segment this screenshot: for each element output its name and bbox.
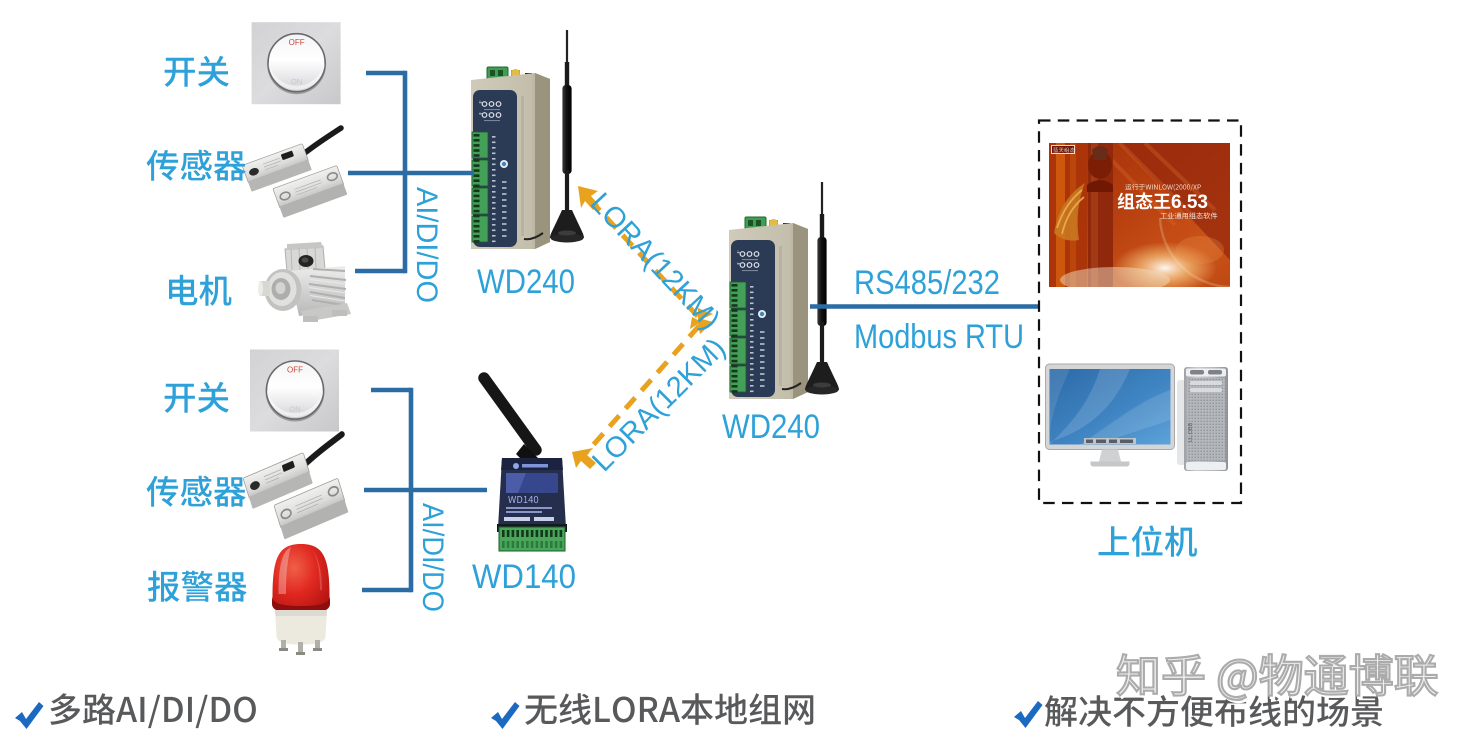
svg-text:ON: ON [291,77,302,86]
svg-text:OFF: OFF [289,38,305,47]
svg-text:AI/DI/DO: AI/DI/DO [416,503,449,612]
svg-text:OFF: OFF [287,366,303,375]
svg-text:WD240: WD240 [722,408,820,446]
svg-text:6.53: 6.53 [1171,192,1208,213]
svg-text:Modbus RTU: Modbus RTU [854,318,1024,356]
svg-text:ON: ON [289,405,300,414]
svg-text:RS485/232: RS485/232 [854,264,1000,302]
svg-text:AI/DI/DO: AI/DI/DO [410,187,443,303]
svg-text:LL.OBB: LL.OBB [1188,422,1194,442]
svg-text:WD240: WD240 [477,263,575,301]
svg-text:WD140: WD140 [472,558,576,596]
